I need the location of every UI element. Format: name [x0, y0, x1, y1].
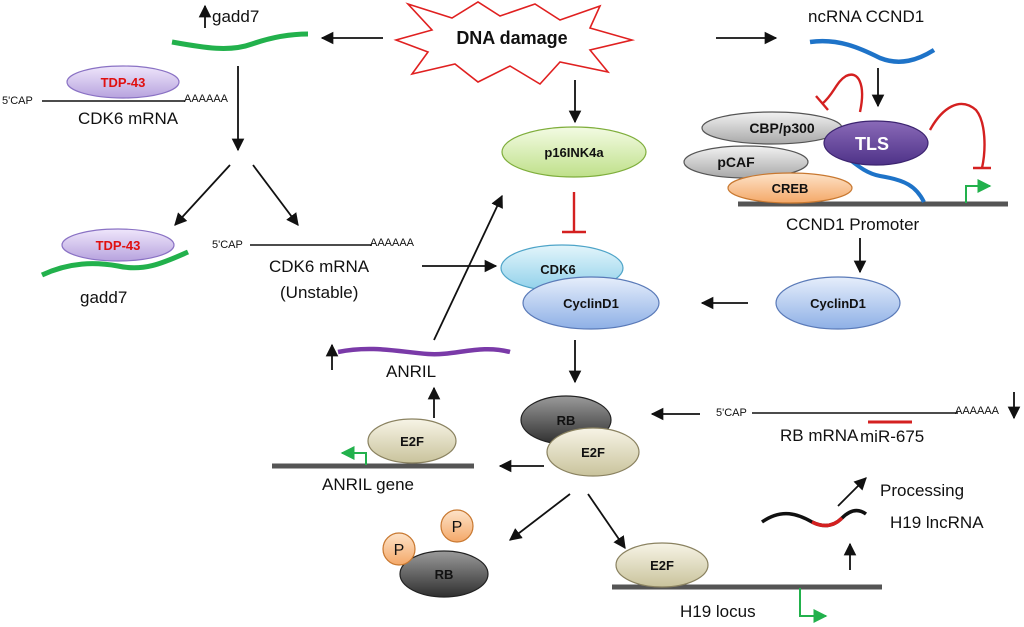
cdk6-mrna-unstable: 5'CAP AAAAAA CDK6 mRNA (Unstable) — [212, 237, 415, 302]
h19-locus: E2F H19 locus — [612, 542, 882, 623]
h19-mir-segment — [811, 516, 844, 528]
tdp43-gadd7-complex: TDP-43 gadd7 — [40, 228, 189, 307]
tdp43-top — [66, 65, 180, 99]
arrow-split-left — [174, 164, 231, 226]
arrow-rb-to-h19 — [587, 493, 626, 550]
dna-damage-node: DNA damage — [393, 1, 636, 86]
inhibit-tls-promoter — [928, 102, 986, 169]
mrna-polya: AAAAAA — [184, 93, 229, 105]
phosphate-1-label: P — [394, 542, 405, 559]
anril-strand — [337, 346, 511, 357]
rb-mrna-polya: AAAAAA — [955, 405, 1000, 417]
phospho-rb-node — [399, 550, 489, 598]
gadd7-top-label: gadd7 — [212, 7, 259, 26]
mrna2-polya: AAAAAA — [370, 237, 415, 249]
e2f-anril-node — [367, 418, 457, 464]
h19-locus-label: H19 locus — [680, 602, 756, 621]
processing-label: Processing — [880, 481, 964, 500]
phosphate-2-label: P — [452, 519, 463, 536]
p16-label: p16INK4a — [544, 145, 604, 160]
anril-rna: ANRIL — [325, 343, 511, 381]
cdk6-mrna-top: 5'CAP AAAAAA TDP-43 CDK6 mRNA — [2, 65, 229, 128]
phosphate-2-node — [440, 509, 474, 543]
cdk6-unstable-label-2: (Unstable) — [280, 283, 358, 302]
cdk6-label: CDK6 — [540, 262, 575, 277]
cbp-p300-label: CBP/p300 — [749, 120, 815, 136]
rb-mrna-cap: 5'CAP — [716, 407, 747, 419]
e2f-h19-node — [615, 542, 709, 588]
arrow-processing — [837, 477, 867, 507]
rb-label: RB — [557, 413, 576, 428]
e2f-anril-label: E2F — [400, 434, 424, 449]
e2f-node — [546, 427, 640, 477]
dna-damage-label: DNA damage — [456, 28, 567, 48]
tss-arrow-ccnd1 — [965, 179, 992, 203]
creb-label: CREB — [772, 181, 809, 196]
mrna2-cap: 5'CAP — [212, 239, 243, 251]
pcaf-label: pCAF — [717, 154, 755, 170]
tss-arrow-anril — [340, 446, 367, 465]
tss-arrow-h19 — [799, 588, 828, 623]
gadd7-bottom-strand — [40, 249, 189, 278]
tls-label: TLS — [855, 134, 889, 154]
phosphate-1-node — [382, 532, 416, 566]
p16-node: p16INK4a — [501, 126, 647, 178]
arrow-rb-to-phospho — [509, 493, 571, 541]
p16-ellipse — [501, 126, 647, 178]
tls-node — [823, 120, 929, 166]
rb-mrna-label: RB mRNA — [780, 426, 859, 445]
cyclind1-right-node — [775, 276, 901, 330]
inhibit-tls-cbp — [821, 73, 864, 113]
tdp43-bottom-label: TDP-43 — [96, 238, 141, 253]
cyclind1-node — [522, 276, 660, 330]
arrow-anril-to-p16 — [433, 194, 503, 341]
h19-lncrna: H19 lncRNA Processing — [760, 481, 984, 532]
anril-label: ANRIL — [386, 362, 436, 381]
ncrna-strand — [809, 38, 936, 64]
cyclind1-label: CyclinD1 — [563, 296, 619, 311]
cdk6-cyclind1-complex: CDK6 CyclinD1 — [500, 244, 660, 330]
gadd7-top-strand — [171, 31, 309, 51]
cdk6-unstable-label-1: CDK6 mRNA — [269, 257, 370, 276]
e2f-h19-label: E2F — [650, 558, 674, 573]
mrna-cap: 5'CAP — [2, 95, 33, 107]
inhibit-bar-cbp — [815, 95, 829, 111]
dna-damage-star — [393, 1, 636, 86]
ccnd1-promoter-label: CCND1 Promoter — [786, 215, 920, 234]
gadd7-bottom-label: gadd7 — [80, 288, 127, 307]
anril-gene-label: ANRIL gene — [322, 475, 414, 494]
tdp43-top-label: TDP-43 — [101, 75, 146, 90]
cyclind1-right-label: CyclinD1 — [810, 296, 866, 311]
rb-mrna: 5'CAP AAAAAA RB mRNA miR-675 — [716, 392, 1021, 446]
gadd7-top: gadd7 — [171, 4, 309, 51]
phospho-rb-label: RB — [435, 567, 454, 582]
arrow-split-right — [252, 164, 299, 227]
ccnd1-complex: CBP/p300 pCAF CREB TLS CCND1 Promoter — [683, 73, 1008, 234]
cyclind1-right: CyclinD1 — [775, 276, 901, 330]
creb-node — [727, 172, 853, 204]
tdp43-bottom — [61, 228, 175, 262]
ncrna-ccnd1: ncRNA CCND1 — [808, 7, 936, 64]
e2f-label: E2F — [581, 445, 605, 460]
ncrna-label: ncRNA CCND1 — [808, 7, 924, 26]
anril-gene: E2F ANRIL gene — [272, 418, 474, 494]
mir675-label: miR-675 — [860, 427, 924, 446]
phospho-rb: RB P P — [382, 509, 489, 598]
rb-e2f-complex: RB E2F — [520, 395, 640, 477]
cdk6-mrna-top-label: CDK6 mRNA — [78, 109, 179, 128]
h19-lncrna-label: H19 lncRNA — [890, 513, 984, 532]
